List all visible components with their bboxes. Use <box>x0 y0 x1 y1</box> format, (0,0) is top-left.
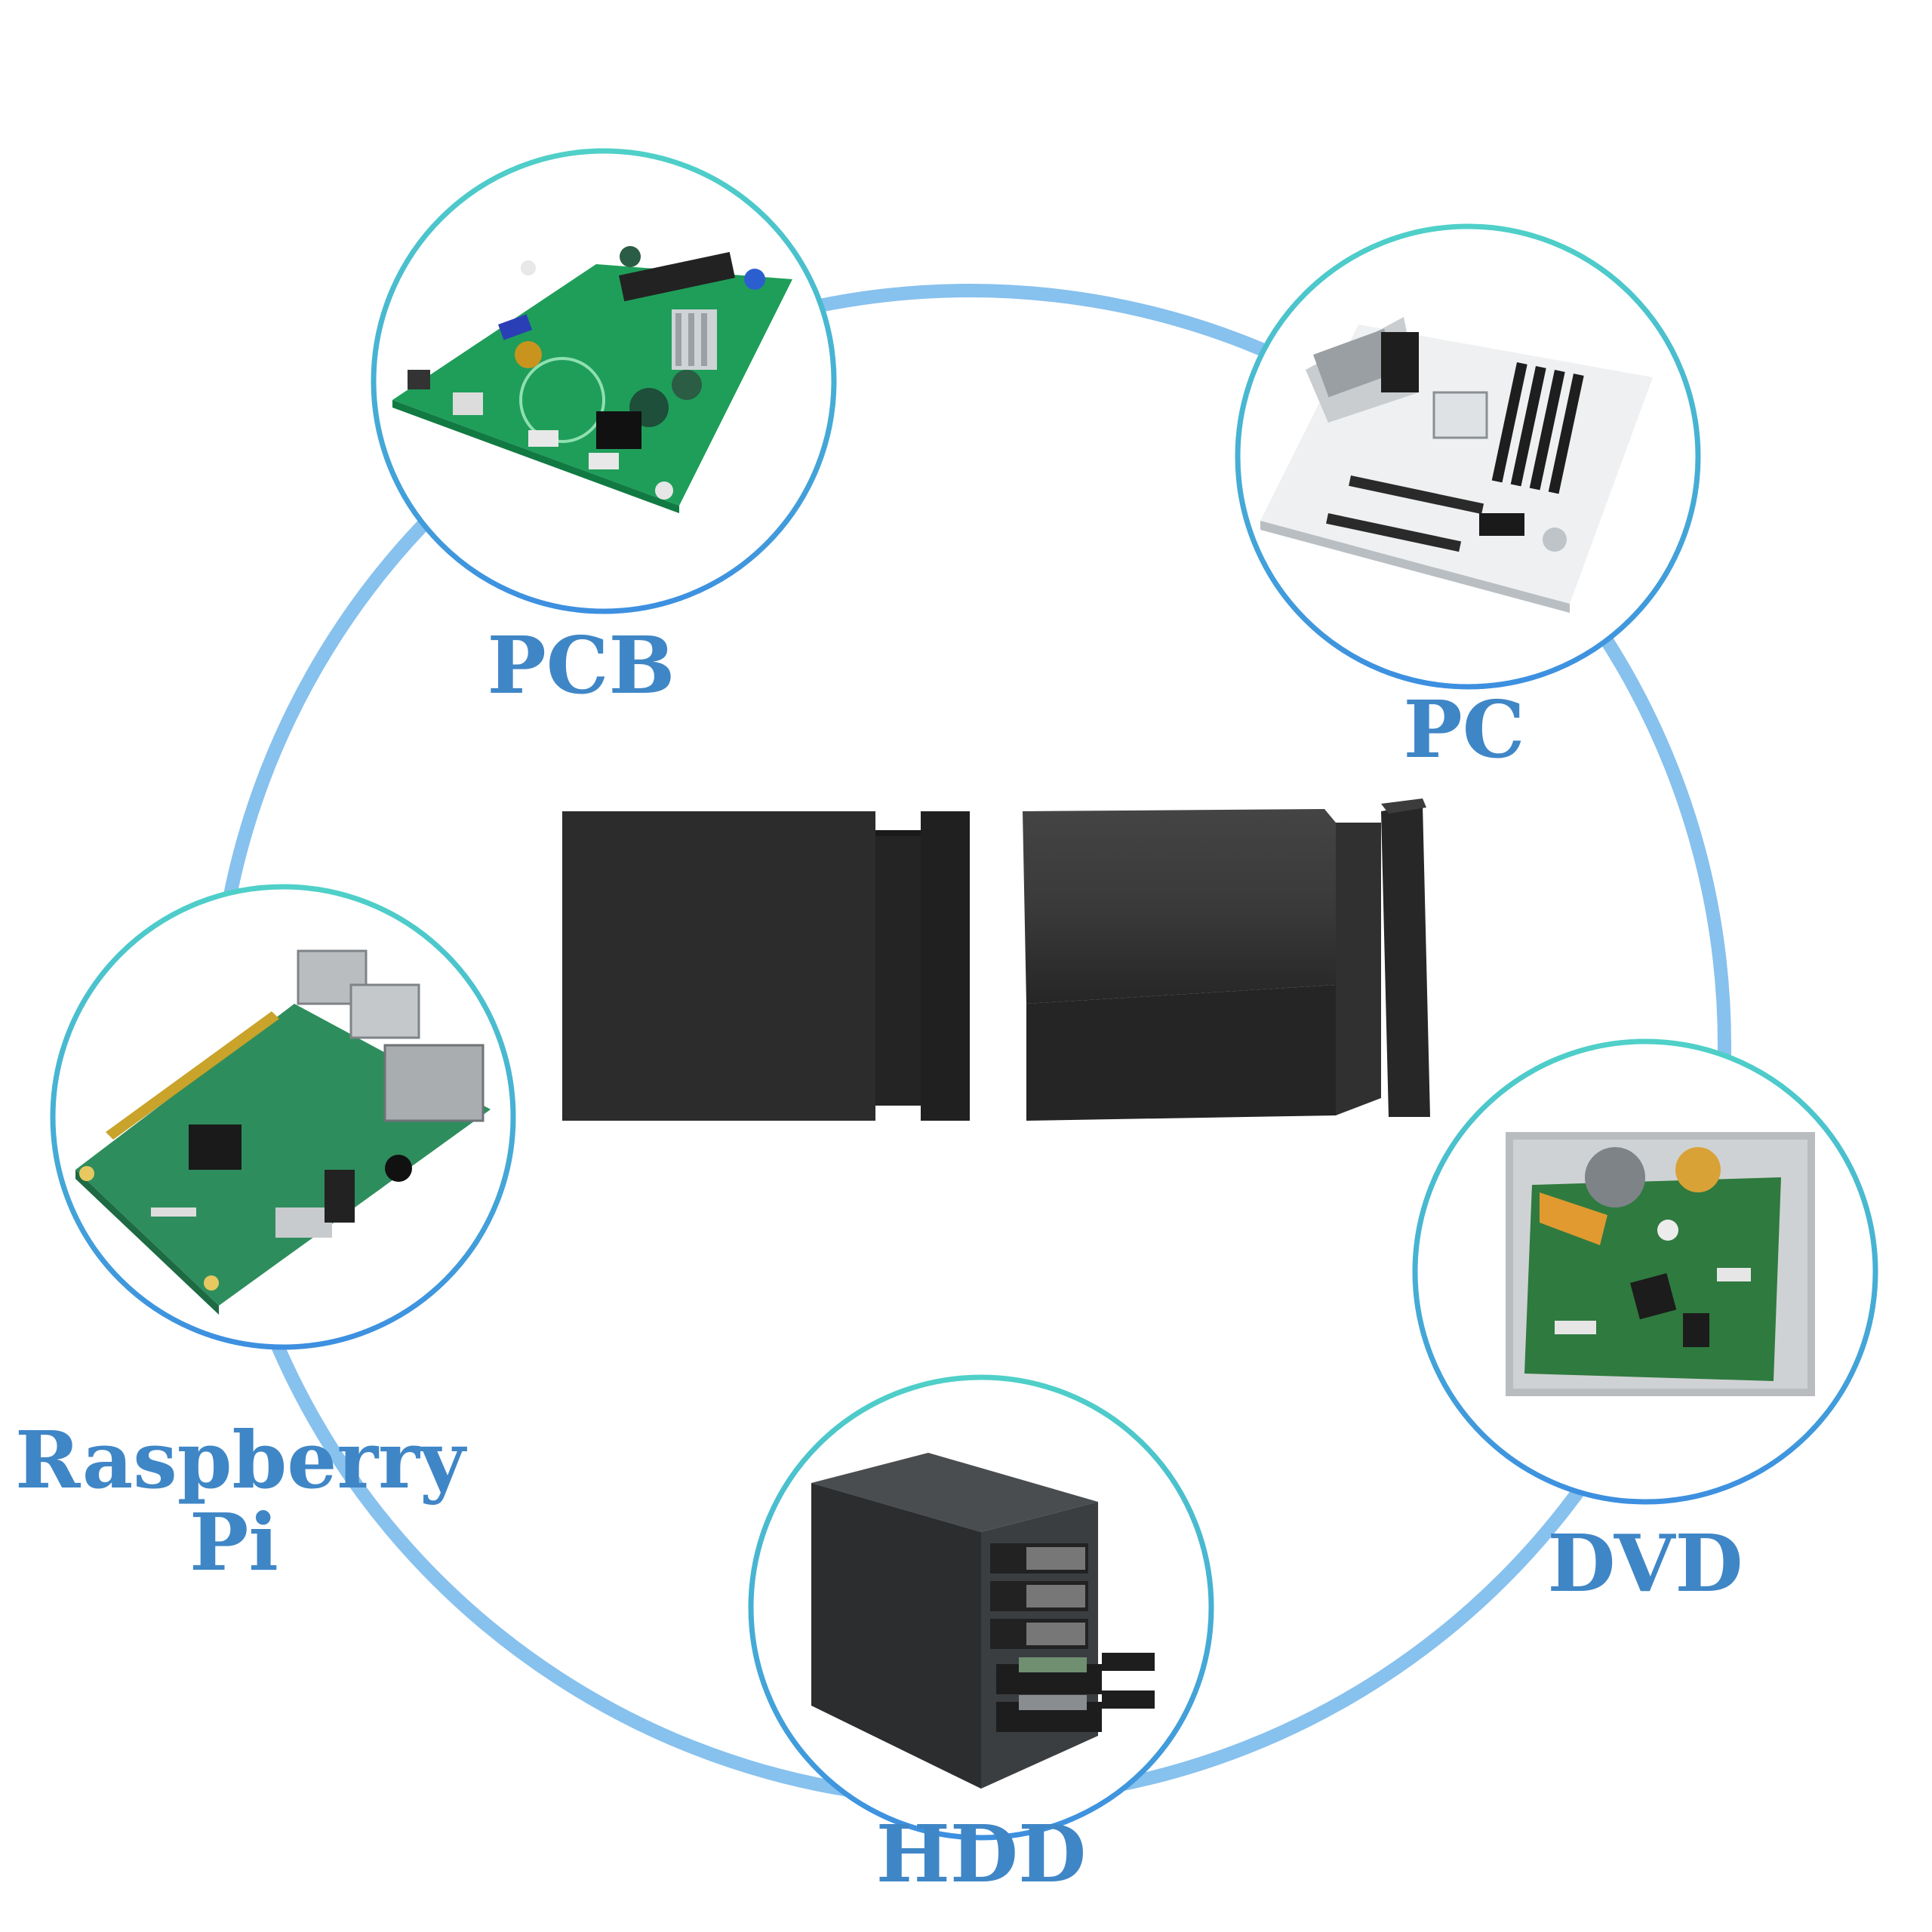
dvd-circle <box>1412 1038 1878 1505</box>
pcb-board-icon <box>392 246 792 513</box>
hdd-circle <box>748 1374 1214 1841</box>
raspberry-circle <box>50 884 516 1350</box>
label-pcb: PCB <box>487 619 675 712</box>
label-raspberry-line2: Pi <box>189 1496 278 1589</box>
pc-circle <box>1235 223 1701 690</box>
label-pc: PC <box>1403 683 1525 776</box>
dvd-drive-icon <box>1506 1132 1815 1396</box>
label-hdd: HDD <box>875 1807 1087 1900</box>
label-dvd: DVD <box>1547 1517 1743 1610</box>
adapter-left-piece <box>562 811 970 1121</box>
pcb-circle <box>371 148 837 614</box>
motherboard-icon <box>1260 317 1653 613</box>
label-raspberry-line1: Raspberry <box>15 1414 466 1506</box>
raspberry-pi-board-icon <box>75 949 491 1315</box>
adapter-right-piece <box>1023 798 1430 1121</box>
hdd-enclosure-icon <box>811 1453 1155 1789</box>
label-raspberry-pi: Raspberry Pi <box>15 1414 466 1589</box>
connector-adapter-icon <box>562 798 1430 1121</box>
